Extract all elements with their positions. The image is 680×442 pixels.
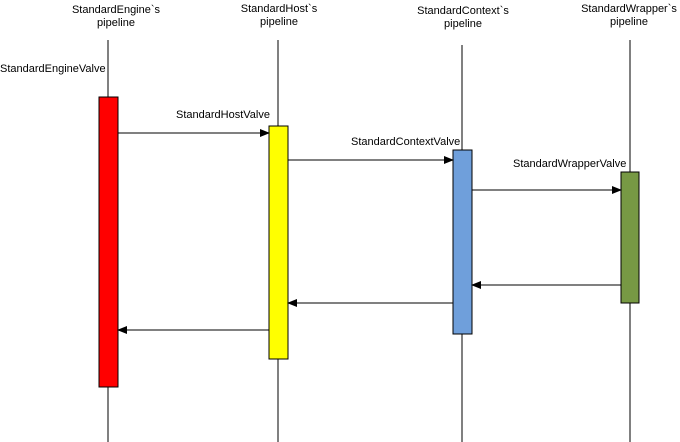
engine-activation-bar xyxy=(98,96,119,388)
wrapper-activation-bar xyxy=(620,171,640,304)
context-valve-label: StandardContextValve xyxy=(351,136,460,148)
engine-valve-label: StandardEngineValve xyxy=(0,63,106,75)
engine-pipeline-title-line2: pipeline xyxy=(97,17,135,29)
host-pipeline-title-line2: pipeline xyxy=(260,16,298,28)
wrapper-valve-label: StandardWrapperValve xyxy=(513,158,626,170)
engine-pipeline-title-line1: StandardEngine`s xyxy=(72,4,161,16)
context-pipeline-title-line2: pipeline xyxy=(444,18,482,30)
wrapper-pipeline-title-line2: pipeline xyxy=(610,16,648,28)
context-pipeline-title-line1: StandardContext`s xyxy=(417,5,509,17)
context-activation-bar xyxy=(452,149,473,335)
host-valve-label: StandardHostValve xyxy=(176,109,270,121)
wrapper-pipeline-title-line1: StandardWrapper`s xyxy=(581,3,677,15)
host-activation-bar xyxy=(268,125,289,360)
host-pipeline-title-line1: StandardHost`s xyxy=(241,3,318,15)
